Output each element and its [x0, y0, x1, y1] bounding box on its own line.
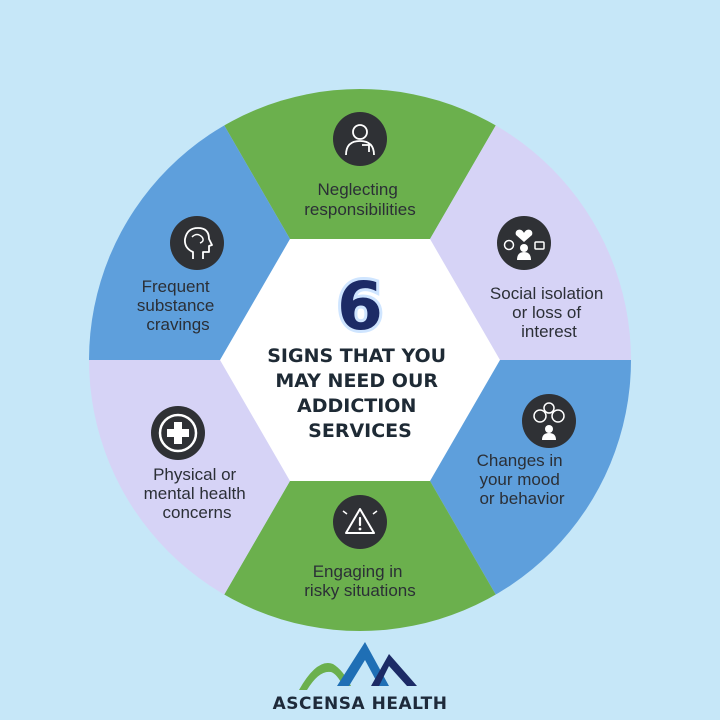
label-neglecting-line: responsibilities — [304, 200, 416, 219]
label-social-line: Social isolation — [490, 284, 603, 303]
label-social: Social isolation or loss of interest — [490, 284, 608, 341]
label-mood-line: Changes in — [477, 451, 563, 470]
center-hexagon — [220, 239, 500, 481]
social-activities-icon — [497, 216, 551, 270]
center-headline-line: ADDICTION — [297, 395, 416, 417]
center-headline-line: MAY NEED OUR — [275, 370, 438, 392]
logo-green-stroke — [299, 663, 351, 690]
brand-logo: ASCENSA HEALTH — [260, 636, 460, 716]
label-mood: Changes in your mood or behavior — [477, 451, 568, 508]
label-risky-line: Engaging in — [313, 562, 403, 581]
label-risky-line: risky situations — [304, 581, 415, 600]
label-cravings-line: cravings — [146, 315, 209, 334]
label-cravings-line: substance — [137, 296, 215, 315]
label-neglecting: Neglecting responsibilities — [304, 180, 416, 219]
label-cravings-line: Frequent — [142, 277, 210, 296]
label-cravings: Frequent substance cravings — [137, 277, 219, 334]
label-neglecting-line: Neglecting — [317, 180, 397, 199]
warning-triangle-icon — [333, 495, 387, 549]
label-social-line: interest — [521, 322, 577, 341]
medical-cross-icon — [151, 406, 205, 460]
logo-blue-peak — [337, 642, 389, 686]
center-headline-line: SERVICES — [308, 420, 412, 442]
label-health-line: concerns — [163, 503, 232, 522]
person-hand-on-chest-icon — [333, 112, 387, 166]
label-health: Physical or mental health concerns — [144, 465, 251, 522]
center-headline: SIGNS THAT YOU MAY NEED OUR ADDICTION SE… — [267, 345, 453, 442]
mood-faces-icon — [522, 394, 576, 448]
label-health-line: mental health — [144, 484, 246, 503]
head-profile-icon — [170, 216, 224, 270]
label-risky: Engaging in risky situations — [304, 562, 415, 600]
logo-navy-peak — [371, 654, 417, 686]
ascensa-mountain-icon — [299, 642, 417, 690]
center-number: 6 — [337, 268, 383, 345]
label-health-line: Physical or — [153, 465, 236, 484]
center-headline-line: SIGNS THAT YOU — [267, 345, 446, 367]
brand-name: ASCENSA HEALTH — [272, 694, 448, 714]
label-social-line: or loss of — [512, 303, 581, 322]
segment-neglecting — [180, 89, 540, 360]
label-mood-line: or behavior — [479, 489, 564, 508]
label-mood-line: your mood — [479, 470, 559, 489]
